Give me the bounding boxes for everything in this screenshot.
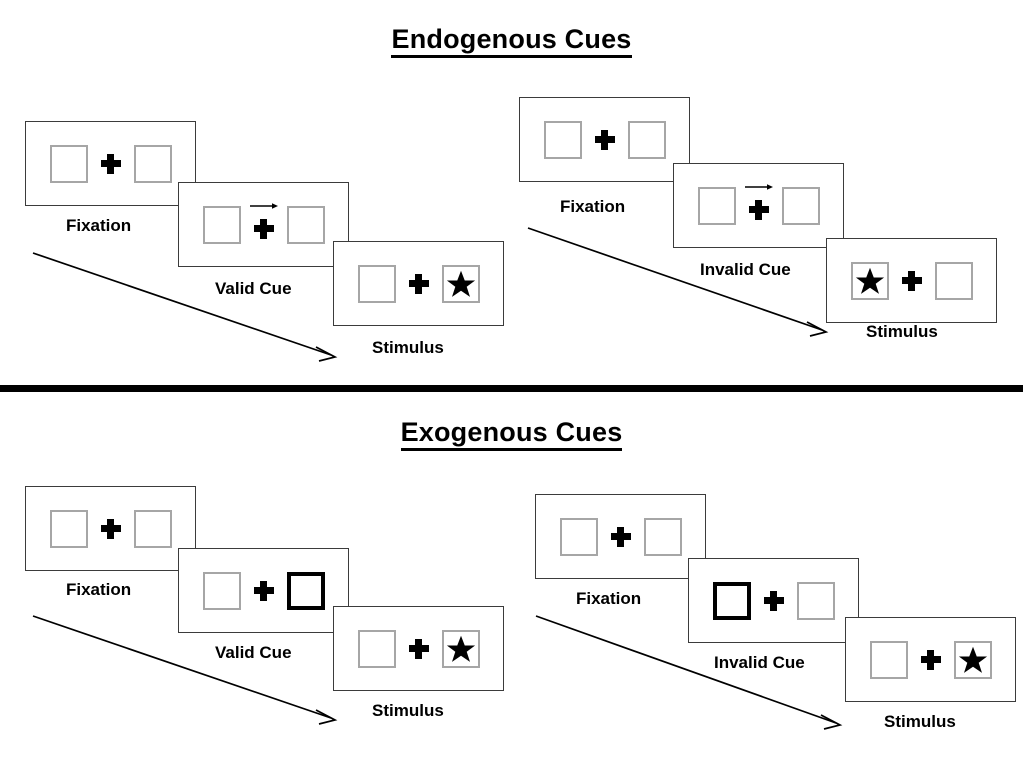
panel-label-endogenous-valid-cue: Valid Cue	[215, 279, 292, 298]
plus-icon	[100, 153, 121, 174]
section-divider	[0, 385, 1023, 392]
panel-label-endogenous-valid-fixation: Fixation	[66, 216, 132, 235]
stimulus-box-left	[697, 186, 736, 225]
panel-label-exogenous-invalid-fixation: Fixation	[576, 589, 642, 608]
plus-icon	[748, 199, 769, 220]
cue-arrow-right-icon	[249, 202, 278, 209]
panel-inner	[850, 258, 973, 304]
stimulus-box-right	[627, 120, 666, 159]
panel-endogenous-invalid-stimulus	[826, 238, 997, 323]
stimulus-box-right-cued	[286, 571, 325, 610]
panel-label-exogenous-invalid-cue: Invalid Cue	[714, 653, 805, 672]
star-icon	[855, 267, 884, 294]
stimulus-box-left	[202, 205, 241, 244]
stimulus-box-left	[869, 640, 908, 679]
plus-icon	[901, 270, 922, 291]
panel-exogenous-invalid-fixation	[535, 494, 706, 579]
stimulus-box-right	[953, 640, 992, 679]
stimulus-box-left	[357, 629, 396, 668]
section-title-endogenous-text: Endogenous Cues	[391, 24, 632, 58]
stimulus-box-left	[850, 261, 889, 300]
section-title-endogenous: Endogenous Cues	[0, 24, 1023, 58]
panel-label-endogenous-invalid-cue: Invalid Cue	[700, 260, 791, 279]
panel-inner	[357, 261, 480, 307]
stimulus-box-right	[286, 205, 325, 244]
fixation-cross	[88, 141, 134, 187]
panel-label-endogenous-invalid-fixation: Fixation	[560, 197, 626, 216]
fixation-cross	[598, 514, 644, 560]
panel-endogenous-valid-stimulus	[333, 241, 504, 326]
plus-icon	[408, 273, 429, 294]
fixation-cross	[396, 261, 442, 307]
panel-inner	[697, 183, 820, 229]
plus-icon	[253, 218, 274, 239]
stimulus-box-left	[49, 144, 88, 183]
fixation-cross	[88, 506, 134, 552]
panel-inner	[559, 514, 682, 560]
section-title-exogenous: Exogenous Cues	[0, 417, 1023, 451]
stimulus-box-left	[559, 517, 598, 556]
panel-label-exogenous-valid-stimulus: Stimulus	[372, 701, 444, 720]
star-icon	[446, 270, 475, 297]
fixation-cross	[396, 626, 442, 672]
panel-label-endogenous-invalid-stimulus: Stimulus	[866, 322, 938, 341]
stimulus-box-left	[202, 571, 241, 610]
plus-icon	[100, 518, 121, 539]
panel-inner	[543, 117, 666, 163]
stimulus-box-right	[441, 629, 480, 668]
stimulus-box-left-cued	[712, 581, 751, 620]
fixation-cross	[241, 568, 287, 614]
plus-icon	[763, 590, 784, 611]
panel-inner	[712, 578, 835, 624]
panel-label-exogenous-valid-cue: Valid Cue	[215, 643, 292, 662]
stimulus-box-left	[543, 120, 582, 159]
panel-inner	[357, 626, 480, 672]
plus-icon	[920, 649, 941, 670]
plus-icon	[594, 129, 615, 150]
panel-endogenous-invalid-fixation	[519, 97, 690, 182]
fixation-cross	[751, 578, 797, 624]
panel-inner	[202, 568, 325, 614]
star-icon	[446, 635, 475, 662]
panel-inner	[202, 202, 325, 248]
plus-icon	[253, 580, 274, 601]
plus-icon	[610, 526, 631, 547]
panel-label-endogenous-valid-stimulus: Stimulus	[372, 338, 444, 357]
panel-inner	[49, 141, 172, 187]
stimulus-box-right	[133, 509, 172, 548]
stimulus-box-right	[934, 261, 973, 300]
panel-label-exogenous-invalid-stimulus: Stimulus	[884, 712, 956, 731]
panel-inner	[869, 637, 992, 683]
fixation-cross	[241, 202, 287, 248]
panel-endogenous-valid-fixation	[25, 121, 196, 206]
section-title-exogenous-text: Exogenous Cues	[400, 417, 623, 451]
panel-label-exogenous-valid-fixation: Fixation	[66, 580, 132, 599]
panel-exogenous-valid-fixation	[25, 486, 196, 571]
fixation-cross	[889, 258, 935, 304]
panel-endogenous-valid-cue	[178, 182, 349, 267]
stimulus-box-left	[49, 509, 88, 548]
stimulus-box-right	[133, 144, 172, 183]
stimulus-box-right	[441, 264, 480, 303]
fixation-cross	[736, 183, 782, 229]
star-icon	[958, 646, 987, 673]
cue-arrow-right-icon	[744, 183, 773, 190]
panel-exogenous-invalid-cue	[688, 558, 859, 643]
plus-icon	[408, 638, 429, 659]
stimulus-box-right	[796, 581, 835, 620]
panel-exogenous-valid-cue	[178, 548, 349, 633]
stimulus-box-right	[781, 186, 820, 225]
panel-inner	[49, 506, 172, 552]
stimulus-box-right	[643, 517, 682, 556]
fixation-cross	[582, 117, 628, 163]
fixation-cross	[908, 637, 954, 683]
panel-endogenous-invalid-cue	[673, 163, 844, 248]
panel-exogenous-invalid-stimulus	[845, 617, 1016, 702]
panel-exogenous-valid-stimulus	[333, 606, 504, 691]
stimulus-box-left	[357, 264, 396, 303]
